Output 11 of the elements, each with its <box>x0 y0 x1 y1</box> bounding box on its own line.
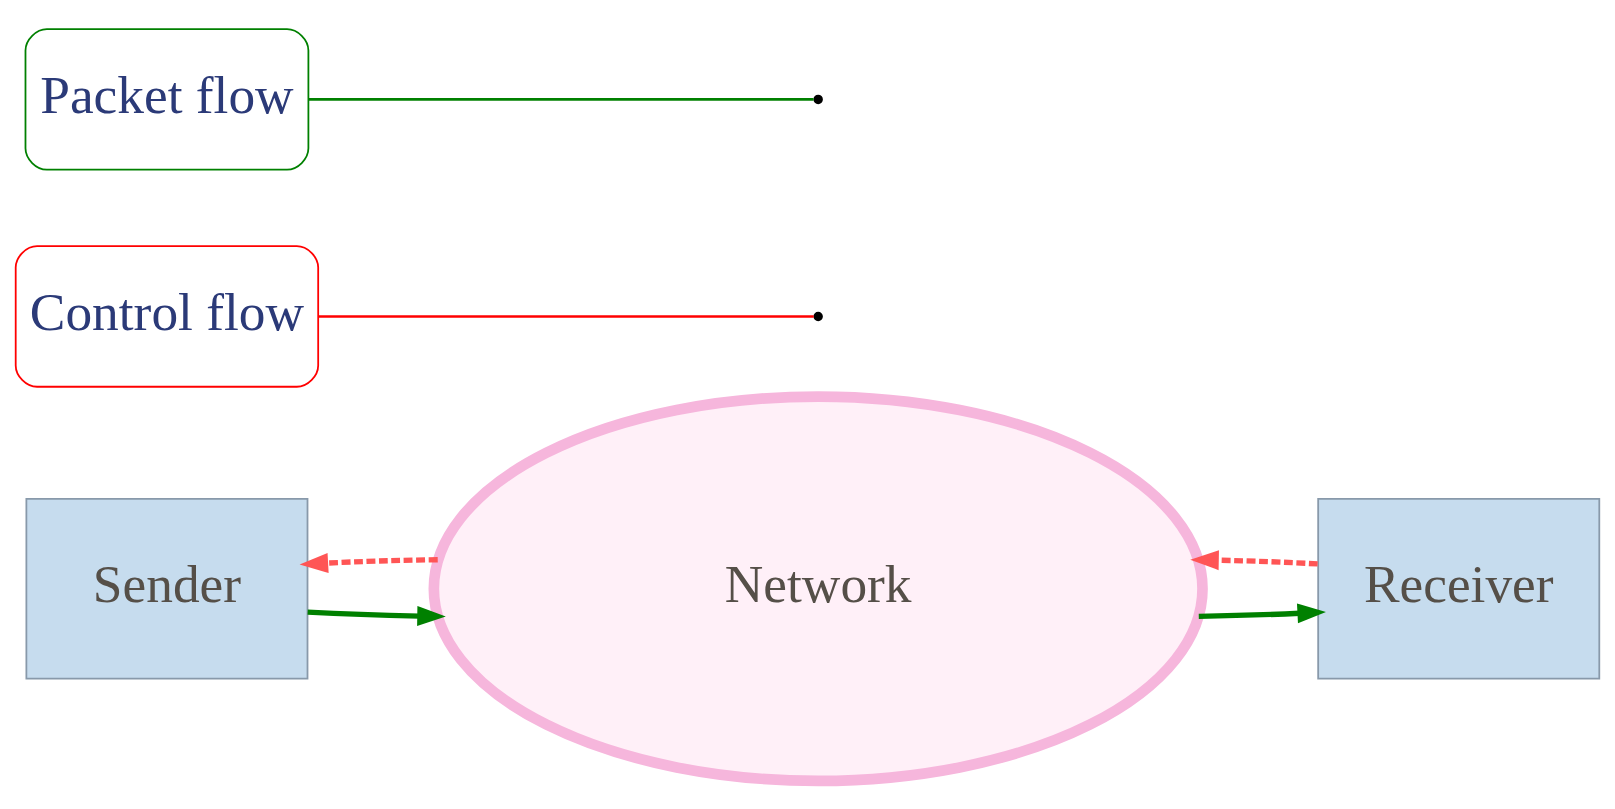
arrow <box>299 552 438 573</box>
node-box: Sender <box>25 497 309 679</box>
arrow <box>307 605 446 626</box>
node-box: Receiver <box>1317 497 1601 679</box>
node-box: Control flow <box>14 244 320 388</box>
node-ellipse: Network <box>428 390 1208 786</box>
connector <box>308 97 814 101</box>
connector <box>318 314 814 318</box>
arrow <box>1198 602 1326 623</box>
arrow <box>1190 549 1318 570</box>
node-box: Packet flow <box>24 27 310 171</box>
